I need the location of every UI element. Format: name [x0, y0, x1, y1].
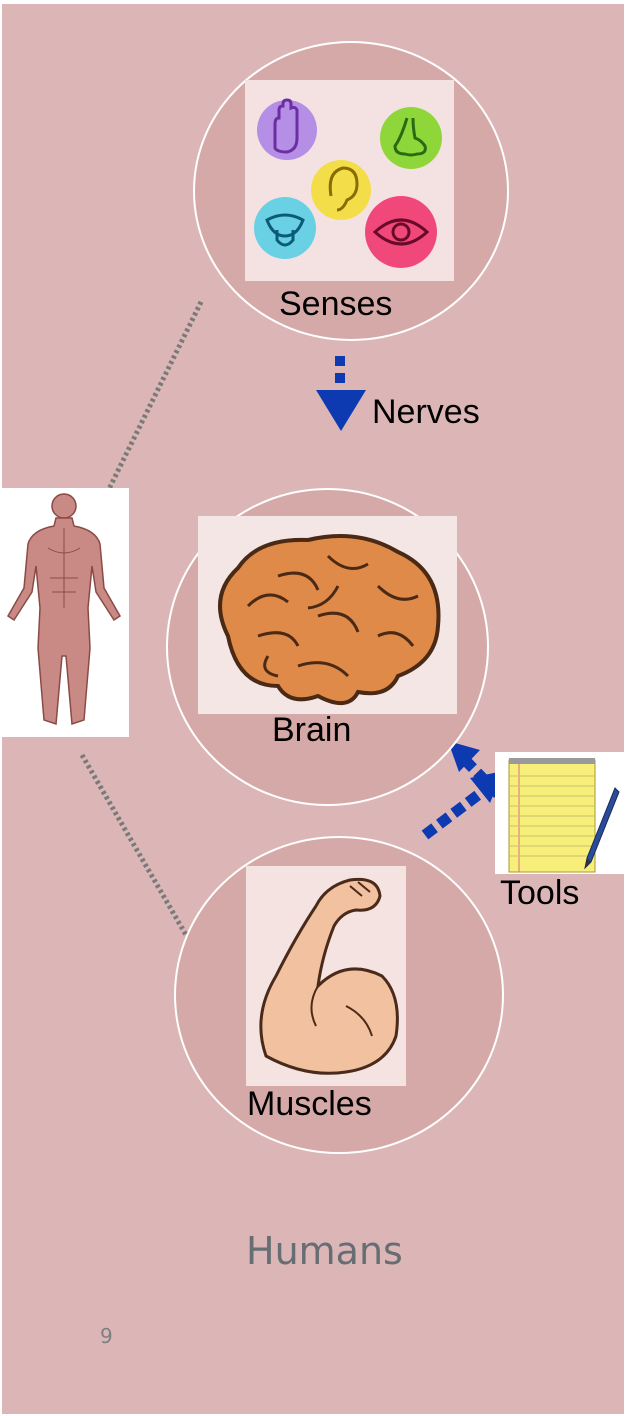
human-body-image: [0, 488, 129, 737]
tools-label: Tools: [500, 874, 579, 913]
arrow-senses-to-brain: [316, 356, 366, 431]
brain-label: Brain: [272, 711, 351, 750]
tongue-icon: [254, 197, 316, 259]
dotted-line-body-to-muscles: [82, 755, 186, 935]
flexed-arm-icon: [246, 866, 406, 1086]
nerves-label: Nerves: [372, 393, 480, 432]
arrow-muscles-to-tools: [425, 771, 503, 835]
brain-image: [198, 516, 457, 714]
senses-image: [245, 80, 454, 281]
notepad-icon: [509, 758, 595, 872]
hand-icon: [257, 100, 317, 160]
ear-icon: [311, 160, 371, 220]
slide-title: Humans: [246, 1229, 403, 1273]
arrow-tools-to-brain: [448, 741, 498, 794]
nose-icon: [380, 107, 442, 169]
page-number: 9: [100, 1324, 113, 1348]
human-body-icon: [0, 488, 129, 737]
dotted-line-body-to-senses: [107, 300, 202, 493]
senses-label: Senses: [279, 285, 392, 324]
brain-icon: [198, 516, 457, 714]
muscles-image: [246, 866, 406, 1086]
muscles-label: Muscles: [247, 1085, 372, 1124]
tools-image: [495, 752, 627, 874]
eye-icon: [365, 196, 437, 268]
